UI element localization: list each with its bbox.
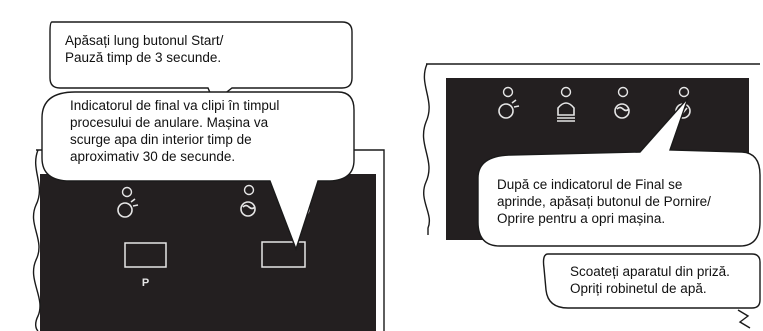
- callout-unplug-line: Opriți robinetul de apă.: [570, 281, 707, 296]
- left-torn-edge: [32, 149, 41, 331]
- right-torn-bottom: [737, 309, 751, 329]
- prewash-icon: [498, 99, 520, 119]
- indicator-light: [560, 86, 572, 98]
- right-step: După ce indicatorul de Final se aprinde,…: [422, 63, 761, 329]
- start-pause-button[interactable]: [124, 242, 167, 268]
- left-step: P Apăsați lung butonul Start/ Pauză timp…: [32, 21, 385, 331]
- callout-end-line: aprinde, apăsați butonul de Pornire/: [497, 194, 711, 209]
- svg-text:Apăsați lung butonul Start/: Apăsați lung butonul Start/ Pauză timp d…: [65, 33, 227, 65]
- callout-unplug: Scoateți aparatul din priză. Opriți robi…: [542, 253, 761, 309]
- callout-cancel-line: procesului de anulare. Mașina va: [70, 115, 269, 130]
- callout-start-line: Apăsați lung butonul Start/: [65, 33, 224, 48]
- indicator-light: [617, 86, 629, 98]
- svg-text:Scoateți aparatul din priză.: Scoateți aparatul din priză. Opriți robi…: [570, 264, 734, 296]
- callout-cancel-line: scurge apa din interior timp de: [70, 132, 252, 147]
- left-control-panel: [40, 174, 376, 331]
- svg-text:După ce indicatorul de Final s: După ce indicatorul de Final se aprinde,…: [497, 177, 715, 226]
- callout-end-line: După ce indicatorul de Final se: [497, 177, 682, 192]
- rinse-icon: [240, 201, 256, 217]
- callout-start-line: Pauză timp de 3 secunde.: [65, 50, 221, 65]
- wash-icon: [557, 102, 575, 122]
- prewash-icon: [117, 198, 139, 218]
- callout-start-pause: Apăsați lung butonul Start/ Pauză timp d…: [49, 21, 353, 104]
- power-button[interactable]: [261, 241, 306, 268]
- callout-cancel-line: Indicatorul de final va clipi în timpul: [70, 98, 279, 113]
- callout-unplug-line: Scoateți aparatul din priză.: [570, 264, 730, 279]
- callout-cancel-line: aproximativ 30 de secunde.: [70, 149, 235, 164]
- svg-text:Indicatorul de final va clipi: Indicatorul de final va clipi în timpul …: [70, 98, 283, 164]
- right-indicator-dots: [502, 86, 690, 98]
- callout-power-off: După ce indicatorul de Final se aprinde,…: [477, 97, 761, 247]
- start-pause-button-label: P: [142, 277, 149, 289]
- indicator-light: [243, 184, 255, 196]
- indicator-light: [121, 186, 133, 198]
- indicator-light: [678, 86, 690, 98]
- callout-end-line: Oprire pentru a opri mașina.: [497, 211, 665, 226]
- right-torn-edge: [422, 63, 431, 235]
- callout-cancel: Indicatorul de final va clipi în timpul …: [41, 91, 355, 252]
- indicator-light: [502, 86, 514, 98]
- rinse-icon: [614, 103, 630, 119]
